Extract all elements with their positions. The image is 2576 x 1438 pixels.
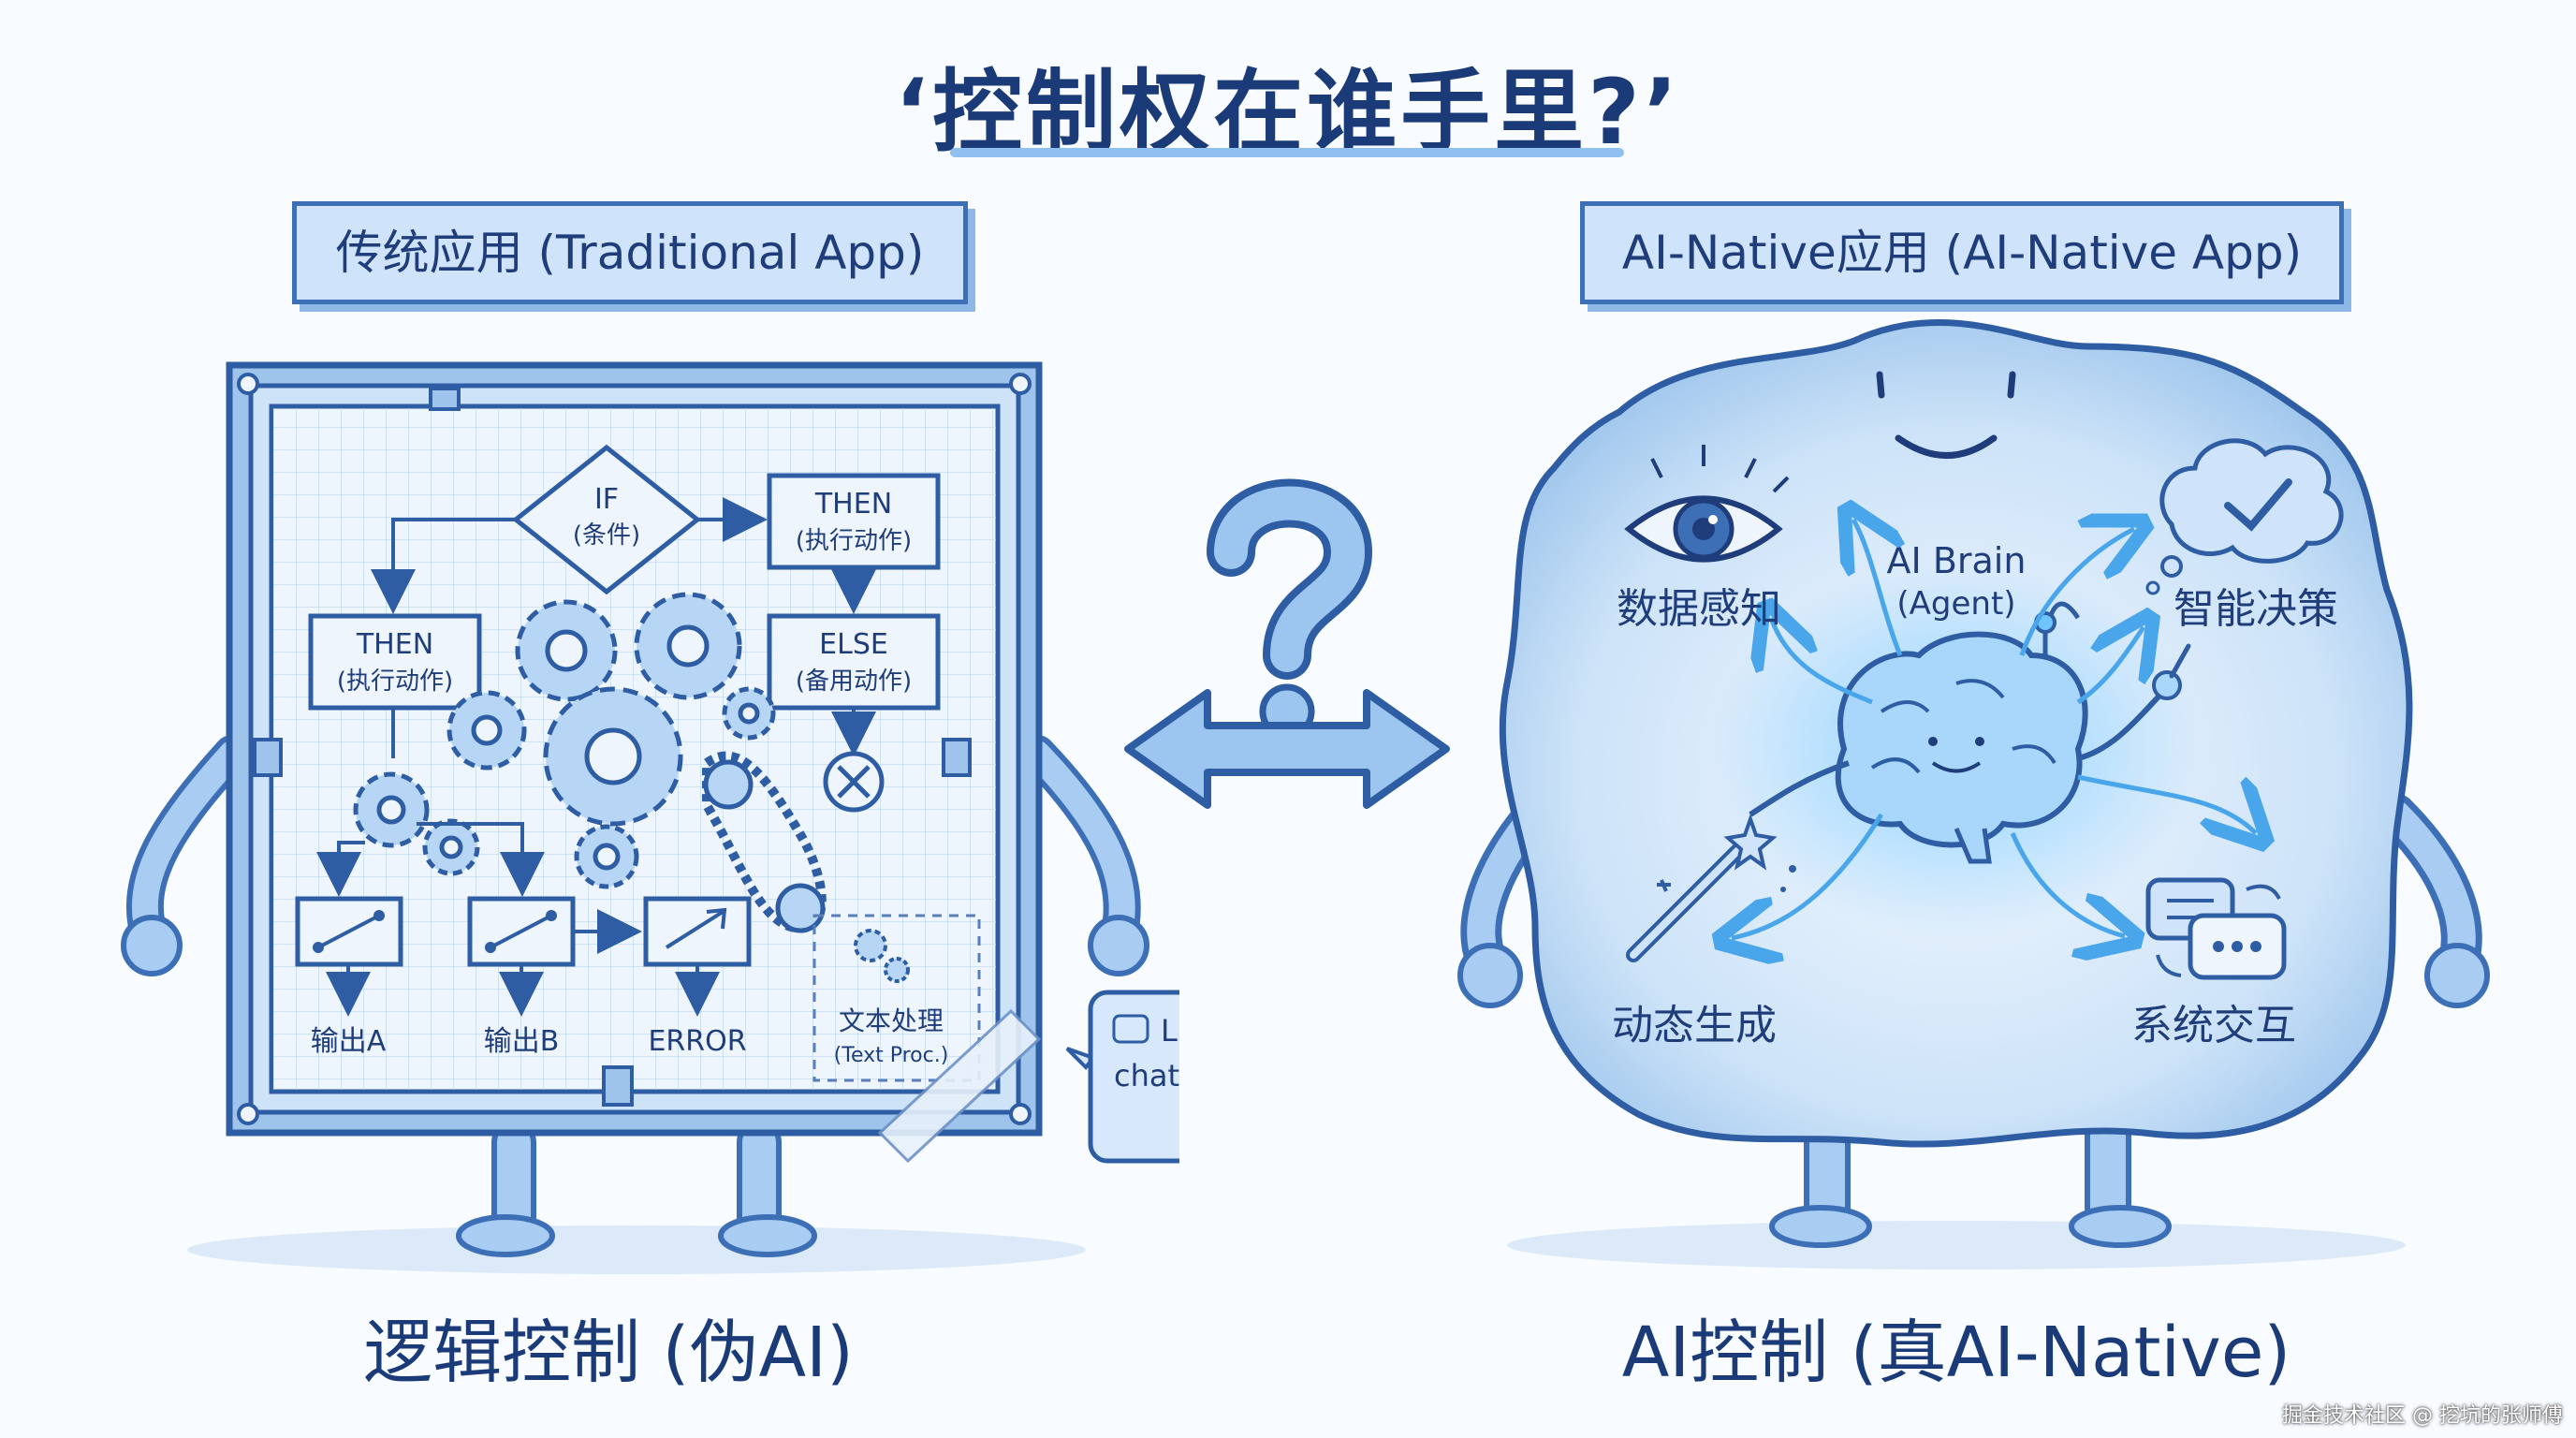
text-proc-box (812, 914, 981, 1082)
then-action-node-top (767, 473, 941, 570)
chat-bubble-icon (1112, 1014, 1149, 1044)
right-hand (1088, 915, 1149, 976)
error-output-box (643, 896, 752, 967)
text-proc-label: 文本处理 (839, 1005, 944, 1036)
eye-icon (1624, 445, 1790, 563)
else-label: ELSE (819, 628, 888, 661)
ai-brain-sublabel: (Agent) (1896, 585, 2015, 623)
text-proc-sublabel: (Text Proc.) (834, 1044, 949, 1067)
if-sublabel: (条件) (573, 521, 640, 550)
page-title: ‘控制权在谁手里?’ (894, 60, 1682, 165)
traditional-app-label: 传统应用 (Traditional App) (292, 201, 968, 304)
magic-wand-icon (1626, 813, 1796, 962)
double-arrow-icon (1124, 689, 1450, 809)
then-action-node-left (308, 613, 482, 711)
capability-perception: 数据感知 (1617, 585, 1781, 633)
brain-icon (1749, 601, 2191, 864)
capability-decision: 智能决策 (2174, 585, 2338, 633)
else-action-node (767, 613, 941, 711)
ai-brain-label: AI Brain (1887, 540, 2027, 581)
blob-face (1876, 371, 2016, 459)
chatbox-subtitle: chatbox (1114, 1058, 1179, 1093)
error-label: ERROR (648, 1025, 746, 1058)
chatbox-title: LLM (1161, 1013, 1179, 1049)
if-label: IF (594, 483, 619, 516)
traditional-caption: 逻辑控制 (伪AI) (363, 1313, 854, 1393)
capability-generation: 动态生成 (1612, 1002, 1777, 1049)
then-left-sublabel: (执行动作) (337, 668, 453, 696)
decision-cloud-icon (2145, 438, 2344, 595)
gears-icon (353, 592, 776, 889)
output-b-label: 输出B (484, 1025, 560, 1058)
llm-chatbox: LLM chatbox (1065, 990, 1179, 1164)
if-condition-node (511, 444, 702, 595)
else-sublabel: (备用动作) (796, 668, 912, 696)
error-x-icon (823, 751, 885, 813)
left-hand (121, 915, 183, 976)
then-left-label: THEN (356, 628, 433, 661)
output-a-box (295, 896, 403, 967)
comparison-center (1124, 478, 1450, 809)
output-b-box (467, 896, 576, 967)
tape-strip (877, 1008, 1042, 1164)
ai-native-app-label: AI-Native应用 (AI-Native App) (1580, 201, 2344, 304)
title-underline (950, 148, 1624, 157)
ground-shadow (187, 1225, 1086, 1274)
capability-interaction: 系统交互 (2131, 1002, 2296, 1049)
output-a-label: 输出A (311, 1025, 387, 1058)
ai-native-diagram: AI Brain (Agent) 数据感知 (1457, 319, 2490, 1269)
watermark: 掘金技术社区 @ 挖坑的张师傅 (2282, 1404, 2563, 1428)
capability-arrows (1732, 520, 2256, 938)
then-top-label: THEN (814, 488, 892, 521)
ground-shadow-right (1507, 1221, 2406, 1269)
traditional-app-diagram: IF (条件) THEN (执行动作) THEN (执行动作) ELSE (备用… (121, 361, 1179, 1274)
ai-native-caption: AI控制 (真AI-Native) (1621, 1313, 2291, 1393)
chat-bubbles-icon (2145, 877, 2287, 980)
question-mark-icon (1207, 478, 1373, 740)
then-top-sublabel: (执行动作) (796, 527, 912, 555)
